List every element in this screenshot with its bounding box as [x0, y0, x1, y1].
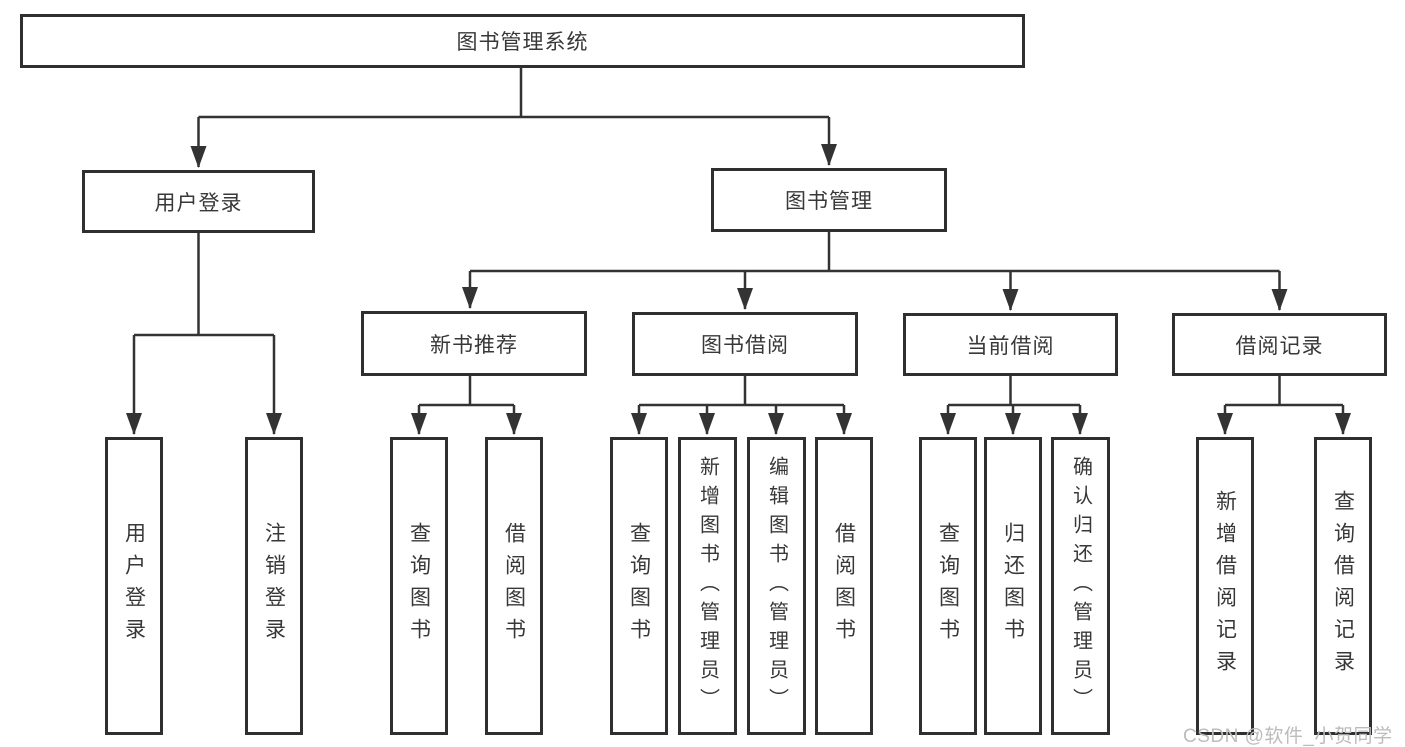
node-current-borrowing: 当前借阅 — [903, 313, 1118, 376]
node-label: 当前借阅 — [966, 334, 1055, 358]
node-label: 图书管理系统 — [456, 31, 589, 54]
leaf-user-login: 用户登录 — [105, 437, 163, 735]
node-label: 图书管理 — [785, 190, 873, 213]
leaf-add-borrow-record: 新增借阅记录 — [1196, 437, 1254, 735]
node-label: 编辑图书（管理员） — [765, 455, 788, 717]
node-label: 确认归还（管理员） — [1069, 455, 1092, 717]
node-label: 新增图书（管理员） — [696, 455, 719, 717]
node-library-system: 图书管理系统 — [20, 14, 1025, 68]
node-label: 用户登录 — [122, 522, 146, 650]
leaf-confirm-return-admin: 确认归还（管理员） — [1051, 437, 1110, 735]
leaf-query-borrow-record: 查询借阅记录 — [1314, 437, 1372, 735]
node-user-login: 用户登录 — [82, 170, 315, 233]
leaf-add-book-admin: 新增图书（管理员） — [678, 437, 737, 735]
node-label: 新书推荐 — [430, 333, 518, 357]
node-label: 借阅记录 — [1235, 334, 1324, 358]
leaf-query-books-recommend: 查询图书 — [390, 437, 448, 735]
leaf-edit-book-admin: 编辑图书（管理员） — [747, 437, 806, 735]
leaf-query-books-borrowing: 查询图书 — [610, 437, 668, 735]
node-label: 用户登录 — [154, 191, 243, 215]
node-label: 借阅图书 — [502, 522, 526, 650]
leaf-borrow-books-recommend: 借阅图书 — [485, 437, 543, 735]
node-label: 查询图书 — [627, 522, 651, 650]
node-label: 新增借阅记录 — [1213, 490, 1237, 682]
node-label: 查询图书 — [936, 522, 960, 650]
leaf-return-book: 归还图书 — [984, 437, 1042, 735]
node-label: 注销登录 — [262, 522, 286, 650]
leaf-logout: 注销登录 — [245, 437, 303, 735]
node-label: 归还图书 — [1001, 522, 1025, 650]
node-label: 图书借阅 — [701, 334, 789, 357]
node-label: 查询图书 — [407, 522, 431, 650]
node-label: 查询借阅记录 — [1331, 490, 1355, 682]
leaf-query-books-current: 查询图书 — [919, 437, 977, 735]
node-label: 借阅图书 — [832, 522, 856, 650]
csdn-watermark: CSDN @软件_小贺同学 — [1183, 726, 1393, 747]
node-book-borrowing: 图书借阅 — [632, 312, 858, 376]
node-new-book-recommend: 新书推荐 — [361, 311, 587, 376]
node-book-management: 图书管理 — [711, 168, 947, 232]
leaf-borrow-books: 借阅图书 — [815, 437, 873, 735]
node-borrowing-records: 借阅记录 — [1172, 313, 1387, 376]
